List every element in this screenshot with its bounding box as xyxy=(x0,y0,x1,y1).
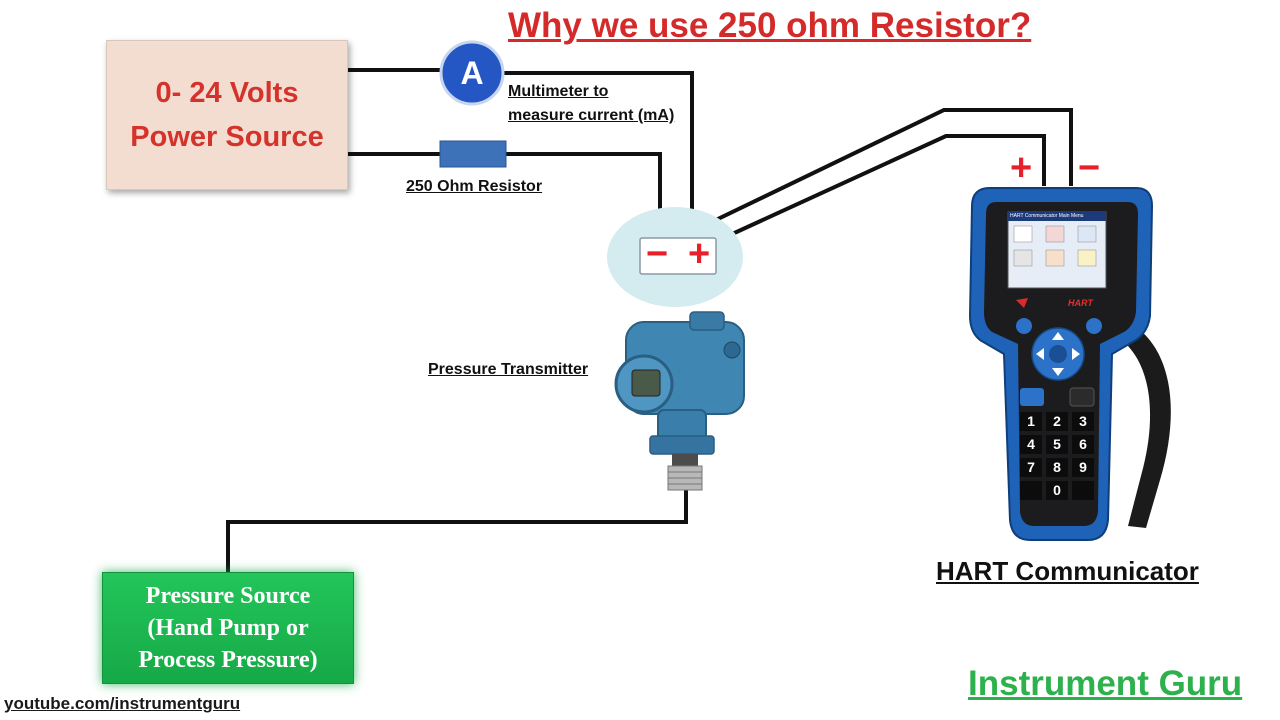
key-1[interactable]: 1 xyxy=(1020,412,1042,431)
power-source-line1: 0- 24 Volts xyxy=(155,77,299,109)
wire-hart-plus xyxy=(705,134,1046,248)
hart-brand-logo: HART xyxy=(1068,298,1093,308)
hart-screen-title: HART Communicator Main Menu xyxy=(1010,213,1084,219)
key-7[interactable]: 7 xyxy=(1020,458,1042,477)
diagram-title: Why we use 250 ohm Resistor? xyxy=(508,6,1032,45)
key-2[interactable]: 2 xyxy=(1046,412,1068,431)
pressure-source-line3: Process Pressure) xyxy=(138,647,318,673)
terminal-plus-sign: + xyxy=(688,233,711,275)
multimeter-label-line2: measure current (mA) xyxy=(508,107,675,124)
key-0[interactable]: 0 xyxy=(1046,481,1068,500)
multimeter-label-line1: Multimeter to xyxy=(508,83,609,100)
power-source-line2: Power Source xyxy=(130,121,324,153)
ammeter xyxy=(439,40,505,106)
brand-watermark: Instrument Guru xyxy=(968,664,1243,703)
key-3[interactable]: 3 xyxy=(1072,412,1094,431)
key-blank-left xyxy=(1020,481,1042,500)
key-9[interactable]: 9 xyxy=(1072,458,1094,477)
terminal-block xyxy=(639,237,717,275)
hart-keypad: 1 2 3 4 5 6 7 8 9 0 xyxy=(1020,412,1094,500)
wire-hart-minus xyxy=(665,108,1073,246)
key-4[interactable]: 4 xyxy=(1020,435,1042,454)
terminal-minus-sign: − xyxy=(646,233,669,275)
wire-pressure-line xyxy=(226,488,688,574)
pressure-source-line2: (Hand Pump or xyxy=(147,615,309,641)
pressure-transmitter xyxy=(614,311,745,491)
hart-minus-sign: − xyxy=(1078,147,1101,189)
youtube-link[interactable]: youtube.com/instrumentguru xyxy=(4,694,241,713)
resistor-label: 250 Ohm Resistor xyxy=(406,178,543,195)
key-5[interactable]: 5 xyxy=(1046,435,1068,454)
pressure-source-line1: Pressure Source xyxy=(145,583,311,609)
key-6[interactable]: 6 xyxy=(1072,435,1094,454)
key-blank-right xyxy=(1072,481,1094,500)
resistor xyxy=(439,140,507,168)
wire-ammeter-to-transmitter xyxy=(500,71,694,240)
transmitter-label: Pressure Transmitter xyxy=(428,361,589,378)
power-source-box: 0- 24 Volts Power Source xyxy=(106,40,348,190)
ammeter-symbol: A xyxy=(460,55,484,91)
key-8[interactable]: 8 xyxy=(1046,458,1068,477)
hart-communicator-label: HART Communicator xyxy=(936,556,1199,586)
hart-plus-sign: + xyxy=(1010,147,1033,189)
pressure-source-box: Pressure Source (Hand Pump or Process Pr… xyxy=(102,572,354,684)
